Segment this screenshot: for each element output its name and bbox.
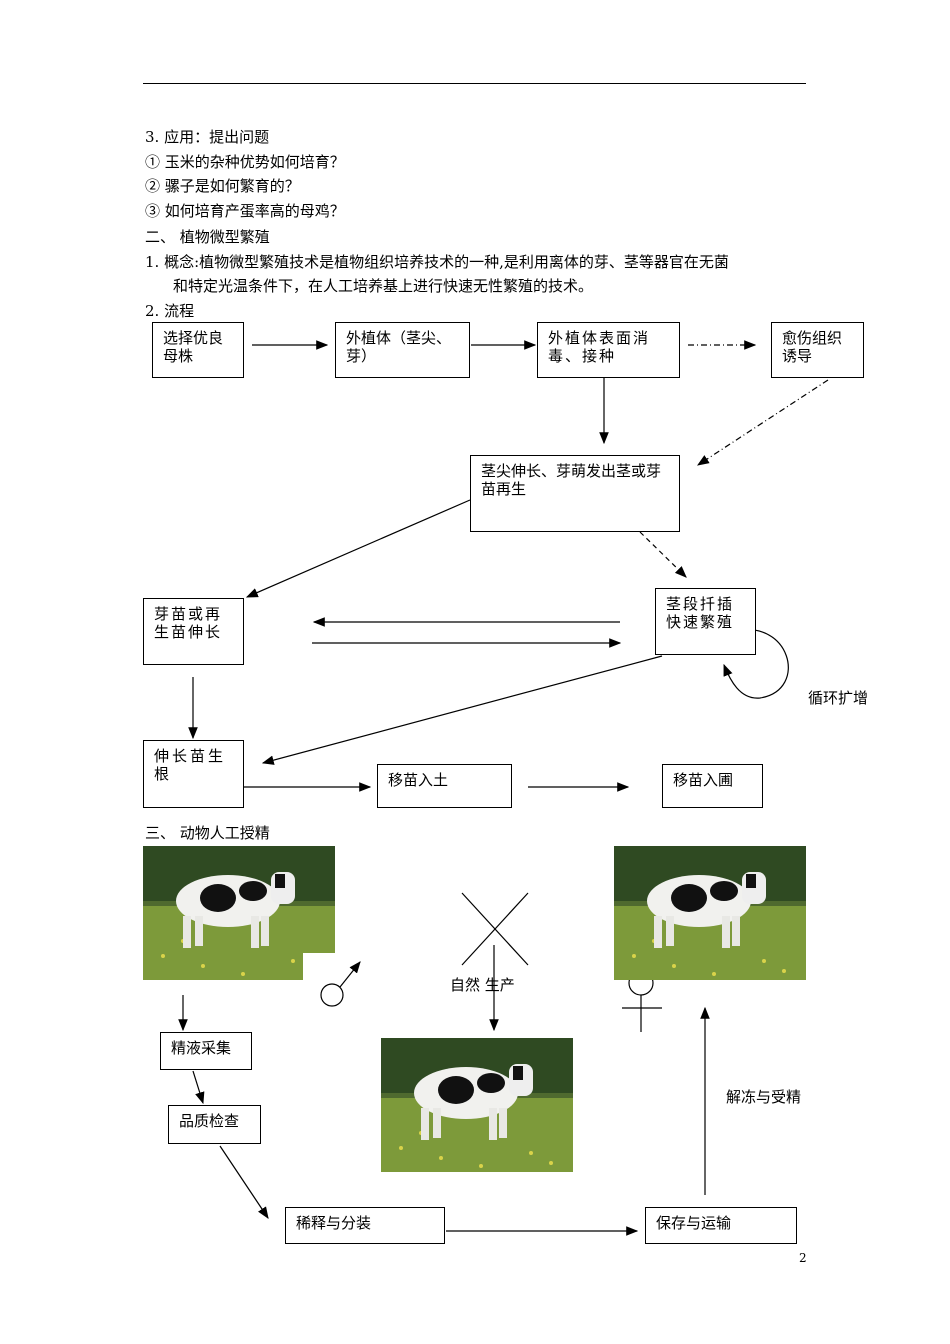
flow-box-select-mother: 选择优良母株 xyxy=(152,322,244,378)
loop-label: 循环扩增 xyxy=(808,689,869,707)
flow-box-callus: 愈伤组织诱导 xyxy=(771,322,864,378)
application-title: 3. 应用：提出问题 xyxy=(145,128,270,146)
flow-box-nursery: 移苗入圃 xyxy=(662,764,763,808)
flow-box-explant: 外植体（茎尖、芽） xyxy=(335,322,470,378)
flow-box-regeneration: 茎尖伸长、芽萌发出茎或芽苗再生 xyxy=(470,455,680,532)
question-2: ② 骡子是如何繁育的？ xyxy=(145,177,300,195)
thaw-fertilize-label: 解冻与受精 xyxy=(726,1088,802,1106)
step-store-transport: 保存与运输 xyxy=(645,1207,797,1244)
flow-box-sterilize: 外植体表面消毒、接种 xyxy=(537,322,680,378)
natural-production-label: 自然 生产 xyxy=(450,976,515,994)
step-semen-collection: 精液采集 xyxy=(160,1032,252,1070)
cow-photo-female xyxy=(614,846,806,980)
photo-corner-cutout xyxy=(303,953,336,981)
question-1: ① 玉米的杂种优势如何培育？ xyxy=(145,153,345,171)
flow-box-rooting: 伸长苗生根 xyxy=(143,740,244,808)
flow-box-cutting: 茎段扦插快速繁殖 xyxy=(655,588,756,655)
step-dilute-package: 稀释与分装 xyxy=(285,1207,445,1244)
section-heading-2: 二、 植物微型繁殖 xyxy=(145,228,270,246)
flow-box-elongation: 芽苗或再生苗伸长 xyxy=(143,598,244,665)
flow-box-soil: 移苗入土 xyxy=(377,764,512,808)
page-number: 2 xyxy=(799,1251,807,1265)
section-heading-3: 三、 动物人工授精 xyxy=(145,824,270,842)
header-rule xyxy=(143,83,806,84)
concept-line-2: 和特定光温条件下，在人工培养基上进行快速无性繁殖的技术。 xyxy=(173,277,594,295)
question-3: ③ 如何培育产蛋率高的母鸡？ xyxy=(145,202,345,220)
concept-line-1: 1. 概念:植物微型繁殖技术是植物组织培养技术的一种,是利用离体的芽、茎等器官在… xyxy=(145,253,729,271)
flow-title: 2. 流程 xyxy=(145,302,195,320)
cow-photo-offspring xyxy=(381,1038,573,1172)
step-quality-check: 品质检查 xyxy=(168,1105,261,1144)
